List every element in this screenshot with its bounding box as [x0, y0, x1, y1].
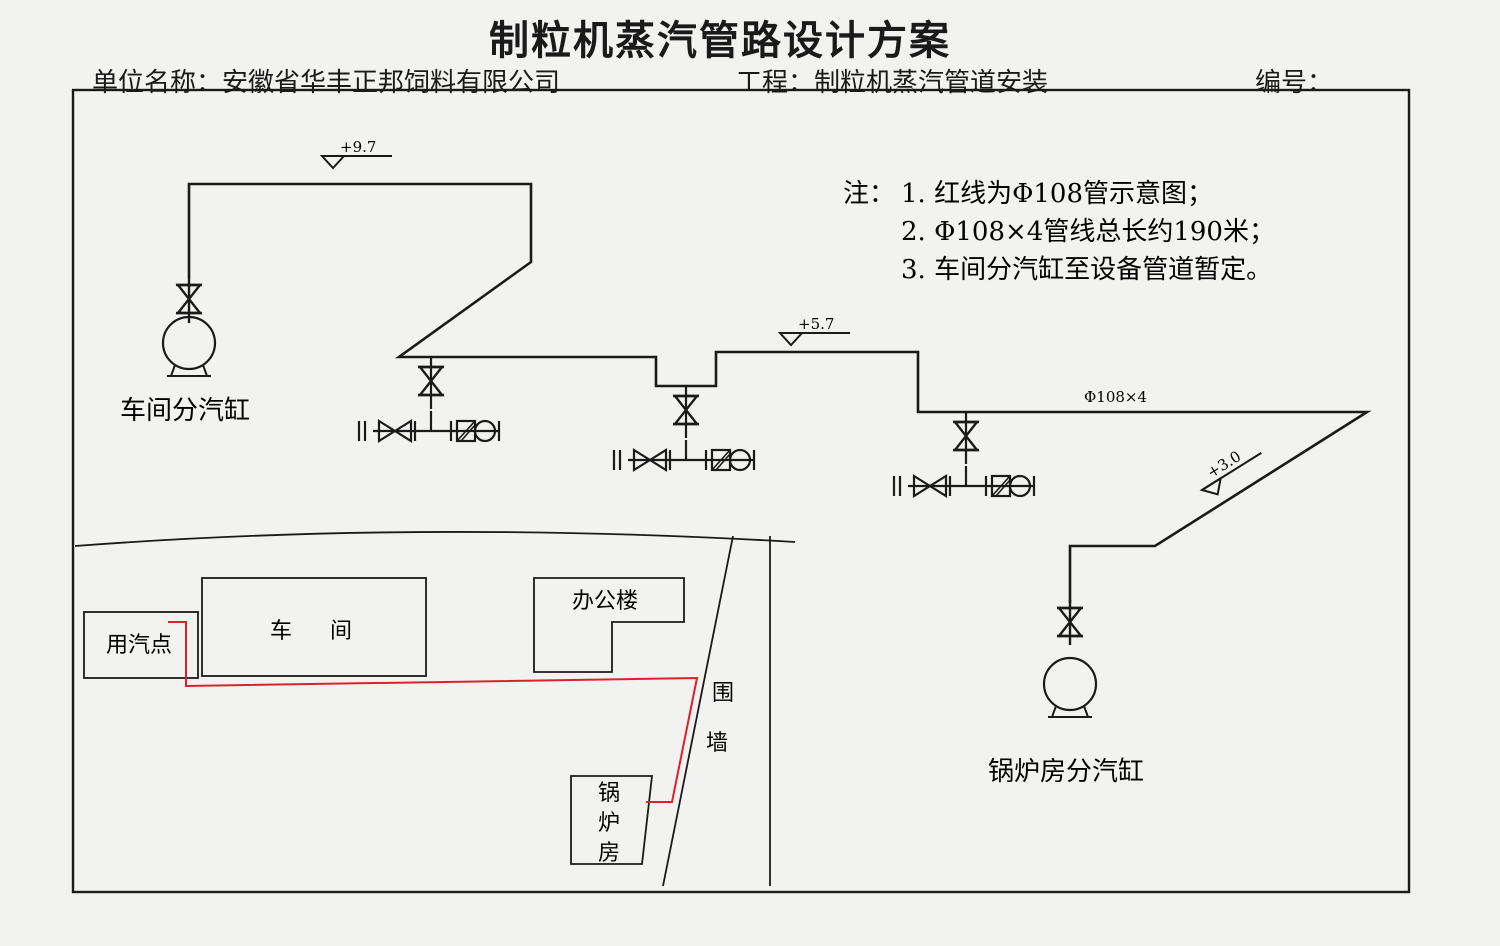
boiler-room-label-char: 炉 [598, 811, 620, 836]
project-label: 工程： [736, 68, 815, 98]
boiler-header-label: 锅炉房分汽缸 [988, 757, 1144, 787]
boiler-steam-header-icon [1042, 656, 1098, 719]
note-item: 1. 红线为Φ108管示意图； [901, 179, 1213, 209]
use-point-label: 用汽点 [106, 633, 172, 658]
boiler-room-building [570, 775, 654, 865]
office-label: 办公楼 [572, 589, 638, 614]
notes-prefix: 注： [843, 179, 895, 209]
project-value: 制粒机蒸汽管道安装 [814, 68, 1049, 98]
notes: 注： 1. 红线为Φ108管示意图； 2. Φ108×4管线总长约190米； 3… [843, 179, 1275, 285]
workshop-steam-header-icon [161, 315, 217, 378]
workshop-label-char: 间 [330, 619, 352, 644]
document-number: 编号： [1255, 68, 1334, 98]
page-title: 制粒机蒸汽管路设计方案 [489, 18, 951, 64]
elevation-marker-low: +3.0 [1199, 447, 1262, 496]
drain-valve-set-icon [614, 386, 754, 470]
workshop-header-label: 车间分汽缸 [120, 396, 250, 426]
elevation-marker-middle: +5.7 [777, 315, 850, 347]
wall-label-char: 围 [712, 681, 734, 706]
drawing-frame [71, 88, 1411, 894]
drain-valve-set-icon [894, 412, 1034, 496]
elevation-marker-top: +9.7 [319, 138, 392, 170]
boiler-room-label-char: 房 [598, 841, 620, 866]
workshop-label-char: 车 [270, 619, 292, 644]
site-boundary-line [74, 531, 796, 547]
unit-name: 单位名称：安徽省华丰正邦饲料有限公司 [92, 62, 560, 99]
drain-valve-set-icon [359, 357, 499, 441]
wall-label-char: 墙 [706, 731, 728, 756]
use-point-box [83, 611, 199, 679]
note-item: 3. 车间分汽缸至设备管道暂定。 [901, 255, 1272, 285]
workshop-building [201, 577, 427, 677]
note-item: 2. Φ108×4管线总长约190米； [901, 217, 1275, 247]
project-name: 工程：制粒机蒸汽管道安装 [736, 62, 1048, 99]
pipe-spec-label: Φ108×4 [1084, 388, 1147, 406]
boiler-room-label-char: 锅 [598, 781, 620, 806]
red-pipe-route [168, 621, 699, 803]
unit-value: 安徽省华丰正邦饲料有限公司 [222, 68, 561, 98]
elevation-middle-label: +5.7 [798, 315, 834, 333]
wall-line [662, 535, 734, 887]
unit-label: 单位名称： [92, 68, 223, 98]
elevation-top-label: +9.7 [340, 138, 376, 156]
main-steam-pipe [187, 182, 1372, 603]
office-building [533, 577, 685, 673]
